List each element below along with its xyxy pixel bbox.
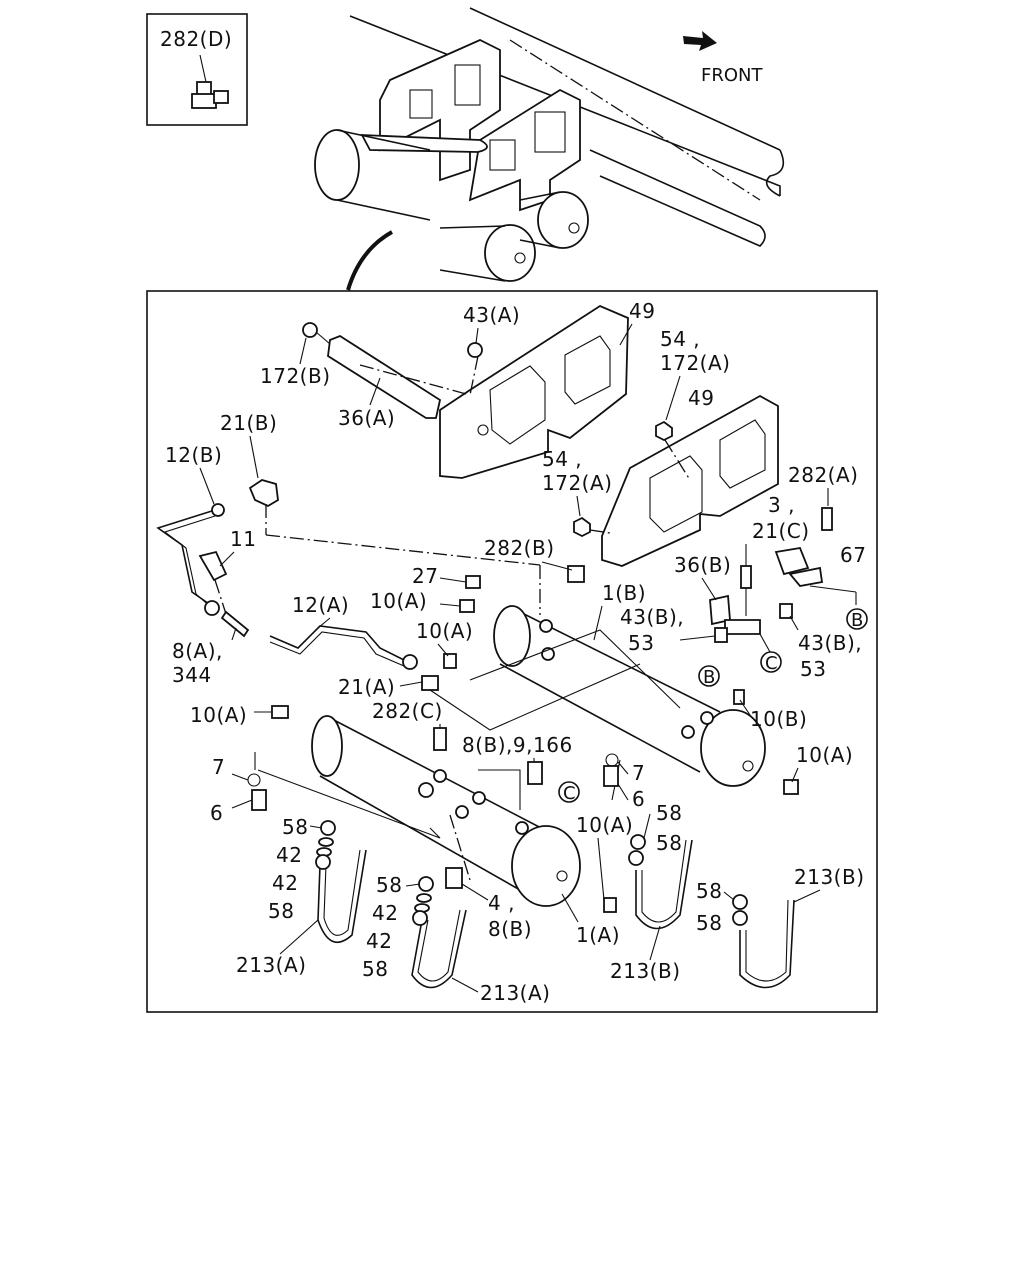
inset-fitting-icon — [191, 81, 229, 109]
callout-58-g: 58 — [696, 879, 722, 903]
callout-213a-left: 213(A) — [236, 953, 306, 977]
callout-172a-lower: 172(A) — [542, 471, 612, 495]
bracket-49-upper — [439, 304, 629, 479]
callout-21a: 21(A) — [338, 675, 395, 699]
callout-213b-left: 213(B) — [610, 959, 681, 983]
callout-36b: 36(B) — [674, 553, 731, 577]
ref-c-2-label: C — [563, 783, 576, 804]
callout-172a-upper: 172(A) — [660, 351, 730, 375]
ref-c-1 — [760, 651, 782, 673]
detail-frame — [146, 290, 878, 1013]
callout-10a-5: 10(A) — [576, 813, 633, 837]
callout-27: 27 — [412, 564, 438, 588]
callout-21c: 21(C) — [752, 519, 810, 543]
callout-42-c: 42 — [372, 901, 398, 925]
callout-8b: 8(B) — [488, 917, 532, 941]
ref-b-2 — [698, 665, 720, 687]
callout-58-a: 58 — [282, 815, 308, 839]
callout-58-b: 58 — [268, 899, 294, 923]
callout-12b: 12(B) — [165, 443, 222, 467]
callout-1b: 1(B) — [602, 581, 646, 605]
inset-frame — [146, 13, 248, 126]
callout-42-d: 42 — [366, 929, 392, 953]
callout-4: 4 , — [488, 891, 515, 915]
callout-42-b: 42 — [272, 871, 298, 895]
callout-7-right: 7 — [632, 761, 645, 785]
callout-53-left: 53 — [628, 631, 654, 655]
ref-b-1 — [846, 608, 868, 630]
ref-marks: B C B C — [558, 608, 868, 804]
callout-10b: 10(B) — [750, 707, 807, 731]
callout-12a: 12(A) — [292, 593, 349, 617]
ref-b-1-label: B — [851, 610, 863, 631]
rod-36a — [327, 334, 442, 419]
callout-49-upper: 49 — [629, 299, 655, 323]
callout-43b-left: 43(B), — [620, 605, 684, 629]
u-bolt-213b-right — [739, 899, 795, 989]
pipe-12a — [269, 625, 405, 661]
callout-10a-2: 10(A) — [416, 619, 473, 643]
callout-43b-right: 43(B), — [798, 631, 862, 655]
ref-c-2 — [558, 781, 580, 803]
front-direction: FRONT — [683, 31, 763, 86]
callout-11: 11 — [230, 527, 256, 551]
u-bolt-213b-left — [635, 839, 693, 930]
callout-6-right: 6 — [632, 787, 645, 811]
u-bolt-213a-right — [411, 909, 467, 989]
leader-lines — [199, 323, 829, 993]
callout-172b: 172(B) — [260, 364, 331, 388]
callout-344: 344 — [172, 663, 212, 687]
front-arrow-icon — [683, 31, 717, 51]
callout-42-a: 42 — [276, 843, 302, 867]
inset-panel: 282(D) — [146, 13, 248, 126]
elbow-21b — [248, 479, 279, 508]
callout-7-left: 7 — [212, 755, 225, 779]
callout-213b-right: 213(B) — [794, 865, 865, 889]
callout-6-left: 6 — [210, 801, 223, 825]
ref-c-1-label: C — [765, 653, 778, 674]
callout-282c: 282(C) — [372, 699, 443, 723]
callout-10a-3: 10(A) — [190, 703, 247, 727]
overview-assembly — [314, 7, 785, 291]
callout-49-lower: 49 — [688, 386, 714, 410]
callout-213a-right: 213(A) — [480, 981, 550, 1005]
callout-21b: 21(B) — [220, 411, 277, 435]
callout-58-h: 58 — [696, 911, 722, 935]
bracket-49-lower — [601, 394, 779, 567]
callout-8a: 8(A), — [172, 639, 223, 663]
inset-label: 282(D) — [160, 27, 232, 51]
callout-58-c: 58 — [656, 801, 682, 825]
callout-labels: 49 43(A) 172(B) 36(A) 54 , 172(A) 49 21(… — [165, 299, 866, 1005]
callout-10a-4: 10(A) — [796, 743, 853, 767]
callout-67: 67 — [840, 543, 866, 567]
callout-58-e: 58 — [376, 873, 402, 897]
detail-drawing — [156, 304, 857, 989]
callout-8b-9-166: 8(B),9,166 — [462, 733, 573, 757]
callout-10a-1: 10(A) — [370, 589, 427, 613]
callout-43a: 43(A) — [463, 303, 520, 327]
ref-b-2-label: B — [703, 667, 715, 688]
callout-54-lower: 54 , — [542, 447, 582, 471]
callout-1a: 1(A) — [576, 923, 620, 947]
callout-36a: 36(A) — [338, 406, 395, 430]
callout-282a: 282(A) — [788, 463, 858, 487]
front-label: FRONT — [701, 65, 763, 86]
tank-1a — [311, 715, 581, 907]
callout-58-d: 58 — [656, 831, 682, 855]
callout-54-upper: 54 , — [660, 327, 700, 351]
callout-58-f: 58 — [362, 957, 388, 981]
callout-53-right: 53 — [800, 657, 826, 681]
callout-3: 3 , — [768, 493, 795, 517]
valve-11 — [198, 550, 228, 582]
callout-282b: 282(B) — [484, 536, 555, 560]
